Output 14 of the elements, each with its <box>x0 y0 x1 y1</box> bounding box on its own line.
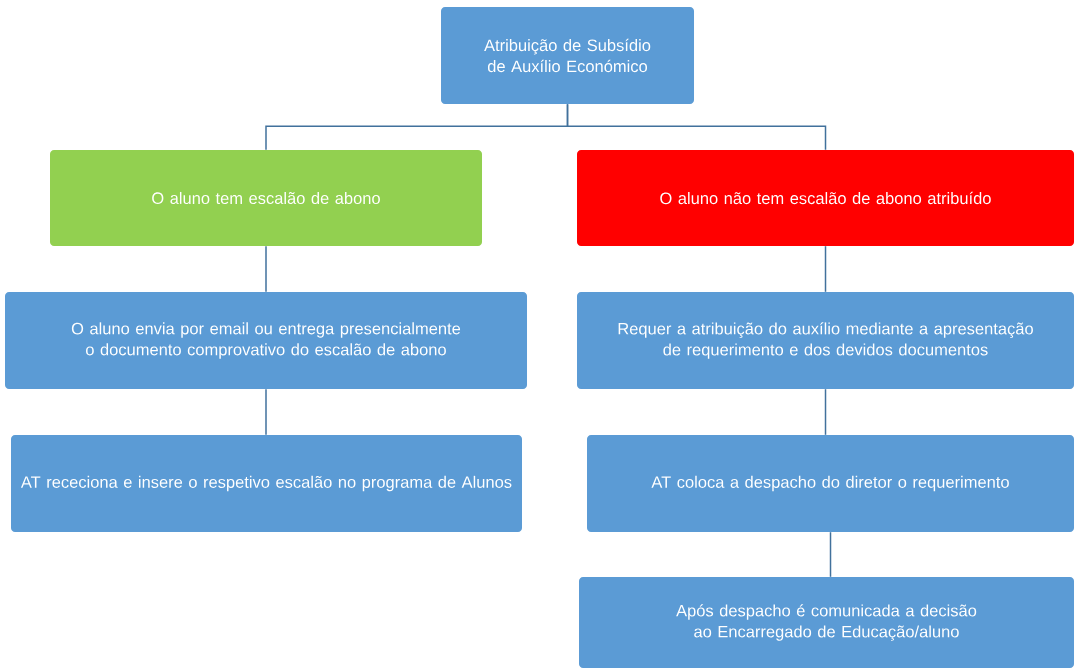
connector-line <box>265 245 267 293</box>
title-box: Atribuição de Subsídio de Auxílio Económico <box>441 7 694 104</box>
process-box: O aluno tem escalão de abono <box>50 150 482 246</box>
process-box: Requer a atribuição do auxílio mediante a apresentação de requerimento e dos devidos documentos <box>577 292 1074 389</box>
process-box: Após despacho é comunicada a decisão ao Encarregado de Educação/aluno <box>579 577 1074 668</box>
process-box: AT coloca a despacho do diretor o requerimento <box>587 435 1074 532</box>
process-box: AT receciona e insere o respetivo escalão no programa de Alunos <box>11 435 522 532</box>
process-box: O aluno envia por email ou entrega presencialmente o documento comprovativo do escalão de abono <box>5 292 527 389</box>
connector-line <box>566 103 827 151</box>
connector-line <box>265 388 267 436</box>
connector-line <box>824 245 827 293</box>
connector-line <box>829 531 832 578</box>
process-box: O aluno não tem escalão de abono atribuído <box>577 150 1074 246</box>
connector-line <box>824 388 827 436</box>
